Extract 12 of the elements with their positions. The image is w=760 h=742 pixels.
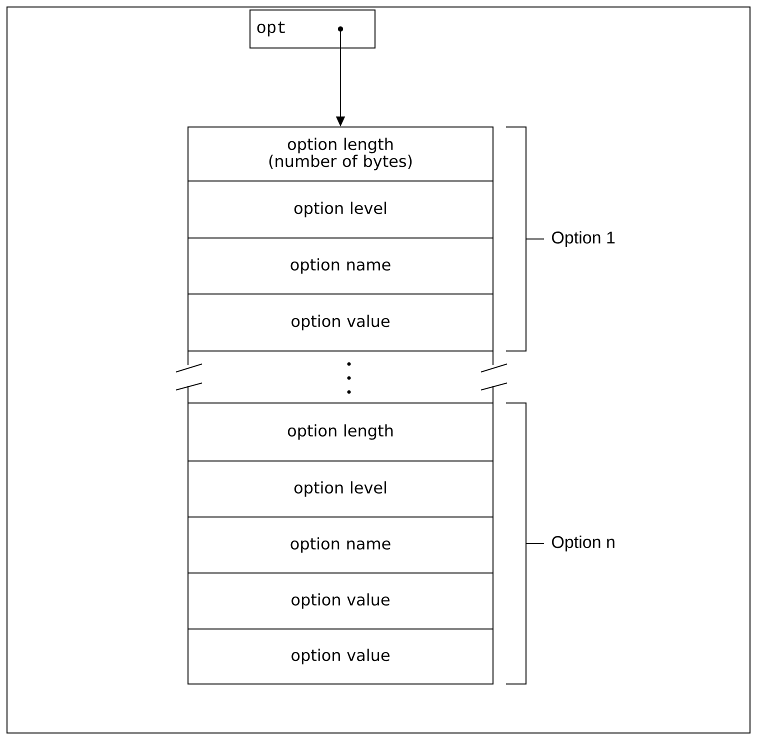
field-cell: option name (188, 516, 494, 574)
field-cell: option level (188, 180, 494, 238)
field-cell: option value (188, 294, 494, 352)
field-cell: option value (188, 628, 494, 684)
group-label: Option n (552, 536, 614, 552)
field-cell: option level (188, 460, 494, 518)
variable-name: opt (257, 22, 286, 36)
field-cell: option value (188, 572, 494, 630)
group-label: Option 1 (552, 231, 615, 247)
field-cell: option length (188, 402, 494, 462)
field-cell: option length (number of bytes) (188, 126, 494, 182)
field-cell: option name (188, 238, 494, 294)
